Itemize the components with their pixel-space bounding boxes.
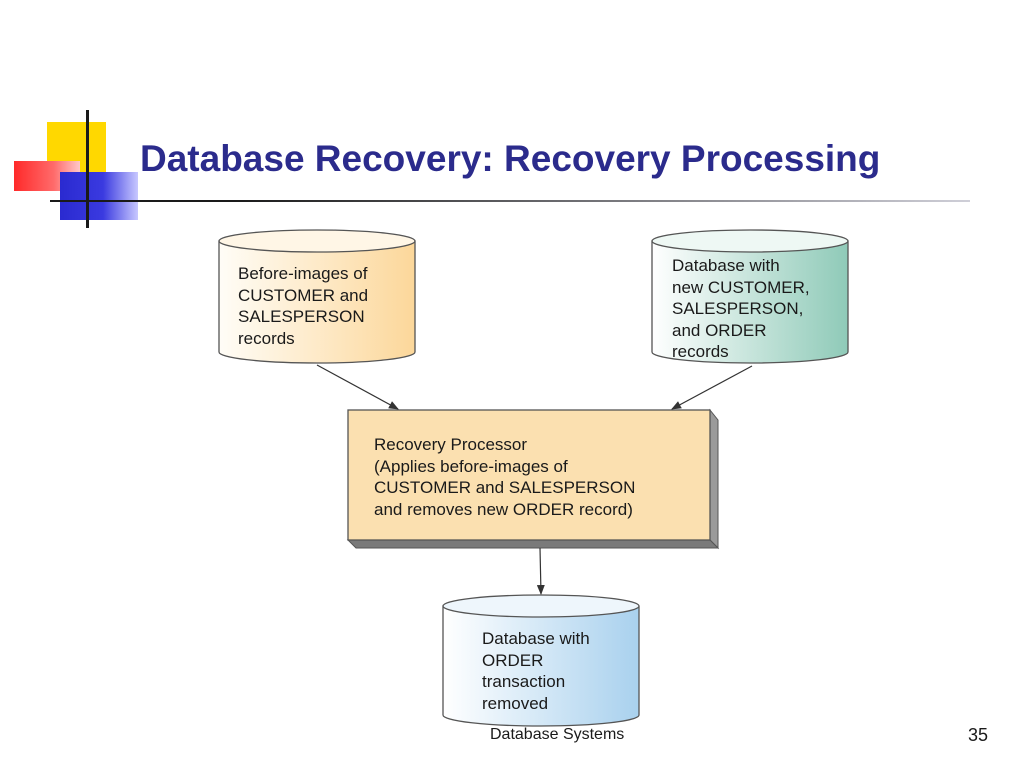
arrow-new-database-to-processor <box>671 365 753 410</box>
before-images-label: Before-images of CUSTOMER and SALESPERSO… <box>238 264 369 348</box>
recovery-processor-box <box>346 408 720 550</box>
result-database-cylinder <box>442 594 640 727</box>
new-database-cylinder <box>651 229 849 364</box>
decor-vertical-line <box>86 110 89 228</box>
slide-title: Database Recovery: Recovery Processing <box>140 138 881 179</box>
before-images-cylinder <box>218 229 416 364</box>
page-number: 35 <box>968 725 989 745</box>
result-database-label: Database with ORDER transaction removed <box>482 629 590 713</box>
footer-text: Database Systems <box>490 726 625 743</box>
title-underline <box>50 200 970 202</box>
recovery-processor-label: Recovery Processor (Applies before-image… <box>374 435 636 519</box>
arrow-processor-to-result <box>536 547 545 595</box>
decor-blue-square <box>60 172 138 220</box>
arrow-before-images-to-processor <box>316 364 399 410</box>
new-database-label: Database with new CUSTOMER, SALESPERSON,… <box>672 256 810 361</box>
